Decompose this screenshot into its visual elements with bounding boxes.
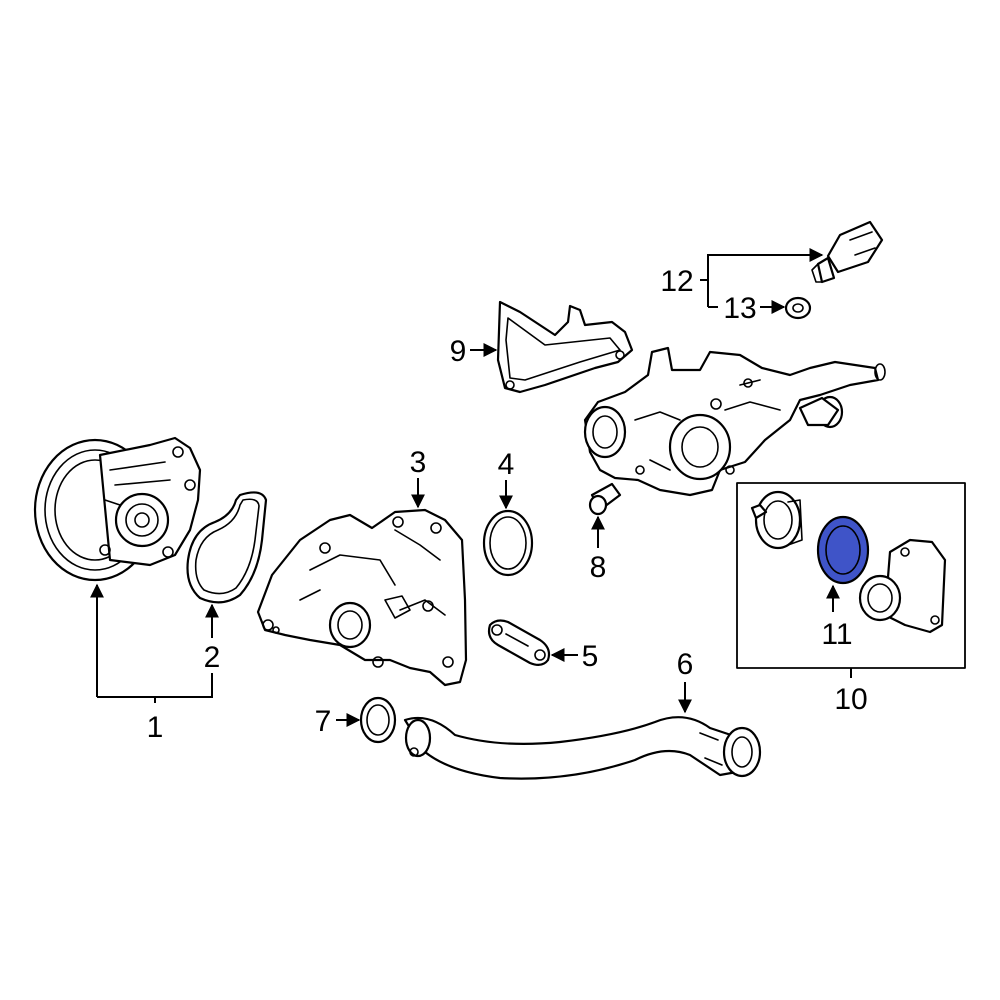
part-7-o-ring[interactable] — [359, 696, 397, 744]
callout-12[interactable]: 12 — [660, 265, 693, 298]
part-2-pump-gasket[interactable] — [186, 491, 268, 604]
callout-13[interactable]: 13 — [723, 292, 756, 325]
callout-labels: 1 2 3 4 5 6 7 8 9 10 11 12 13 — [147, 265, 868, 744]
callout-3[interactable]: 3 — [410, 446, 427, 479]
callout-2[interactable]: 2 — [204, 641, 221, 674]
callout-5[interactable]: 5 — [582, 640, 599, 673]
part-9-bracket[interactable] — [496, 300, 634, 394]
leader-lines — [90, 248, 852, 727]
part-12-temperature-sensor[interactable] — [811, 220, 884, 284]
callout-8[interactable]: 8 — [590, 551, 607, 584]
part-11-seal-highlighted[interactable] — [816, 515, 870, 585]
part-4-o-ring[interactable] — [482, 509, 534, 577]
callout-6[interactable]: 6 — [677, 648, 694, 681]
part-5-gasket[interactable] — [487, 619, 551, 667]
part-6-coolant-pipe[interactable] — [403, 716, 762, 780]
callout-10[interactable]: 10 — [834, 683, 867, 716]
part-1-water-pump[interactable] — [33, 436, 202, 582]
callout-7[interactable]: 7 — [315, 705, 332, 738]
callout-11[interactable]: 11 — [821, 618, 852, 651]
part-8-thermostat-housing[interactable] — [583, 346, 886, 516]
part-13-sensor-washer[interactable] — [784, 296, 812, 320]
callout-4[interactable]: 4 — [498, 448, 515, 481]
callout-1[interactable]: 1 — [147, 711, 164, 744]
part-3-pump-housing[interactable] — [256, 508, 468, 687]
callout-9[interactable]: 9 — [450, 335, 467, 368]
part-10-thermostat-cover[interactable] — [858, 538, 947, 634]
part-10-thermostat[interactable] — [750, 490, 803, 550]
